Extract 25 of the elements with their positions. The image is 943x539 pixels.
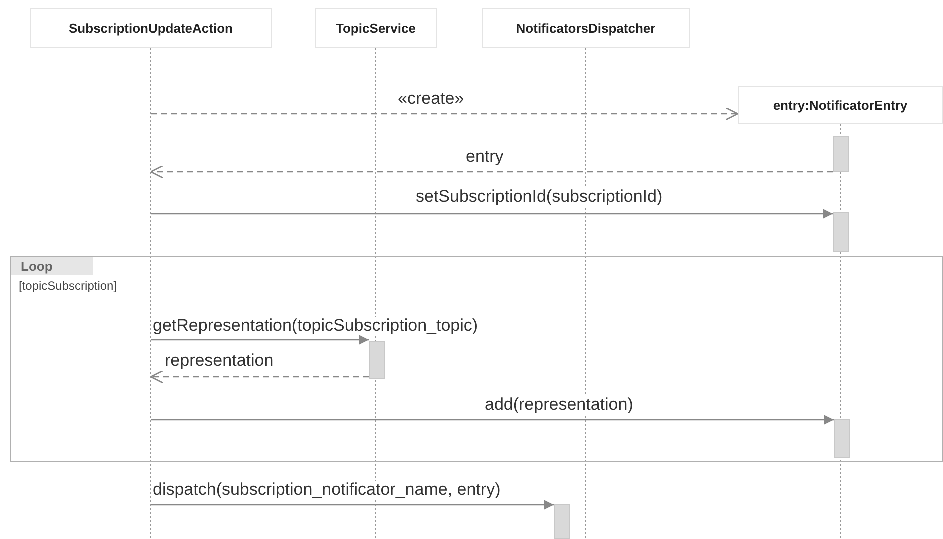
lifeline-header: SubscriptionUpdateAction <box>30 8 272 48</box>
message-label: add(representation) <box>485 396 634 414</box>
activation-bar <box>833 212 849 252</box>
message-arrow <box>150 370 369 384</box>
lifeline-header: NotificatorsDispatcher <box>482 8 690 48</box>
message-arrow <box>151 500 554 510</box>
message-label: getRepresentation(topicSubscription_topic) <box>153 317 478 335</box>
message-label: dispatch(subscription_notificator_name, entry) <box>153 481 501 499</box>
activation-bar <box>369 341 385 379</box>
loop-frame <box>10 256 943 462</box>
activation-bar <box>834 419 850 458</box>
message-arrow <box>151 107 739 121</box>
lifeline-header: entry:NotificatorEntry <box>738 86 943 124</box>
message-arrow <box>151 335 369 345</box>
message-label: representation <box>165 352 274 370</box>
frame-tab: Loop <box>11 257 93 275</box>
lifeline-header: TopicService <box>315 8 437 48</box>
message-arrow <box>150 165 833 179</box>
message-arrow <box>151 209 833 219</box>
message-arrow <box>151 415 834 425</box>
message-label: setSubscriptionId(subscriptionId) <box>416 188 663 206</box>
guard-condition: [topicSubscription] <box>19 279 118 293</box>
activation-bar <box>833 136 849 172</box>
activation-bar <box>554 504 570 539</box>
message-label: entry <box>466 148 504 166</box>
